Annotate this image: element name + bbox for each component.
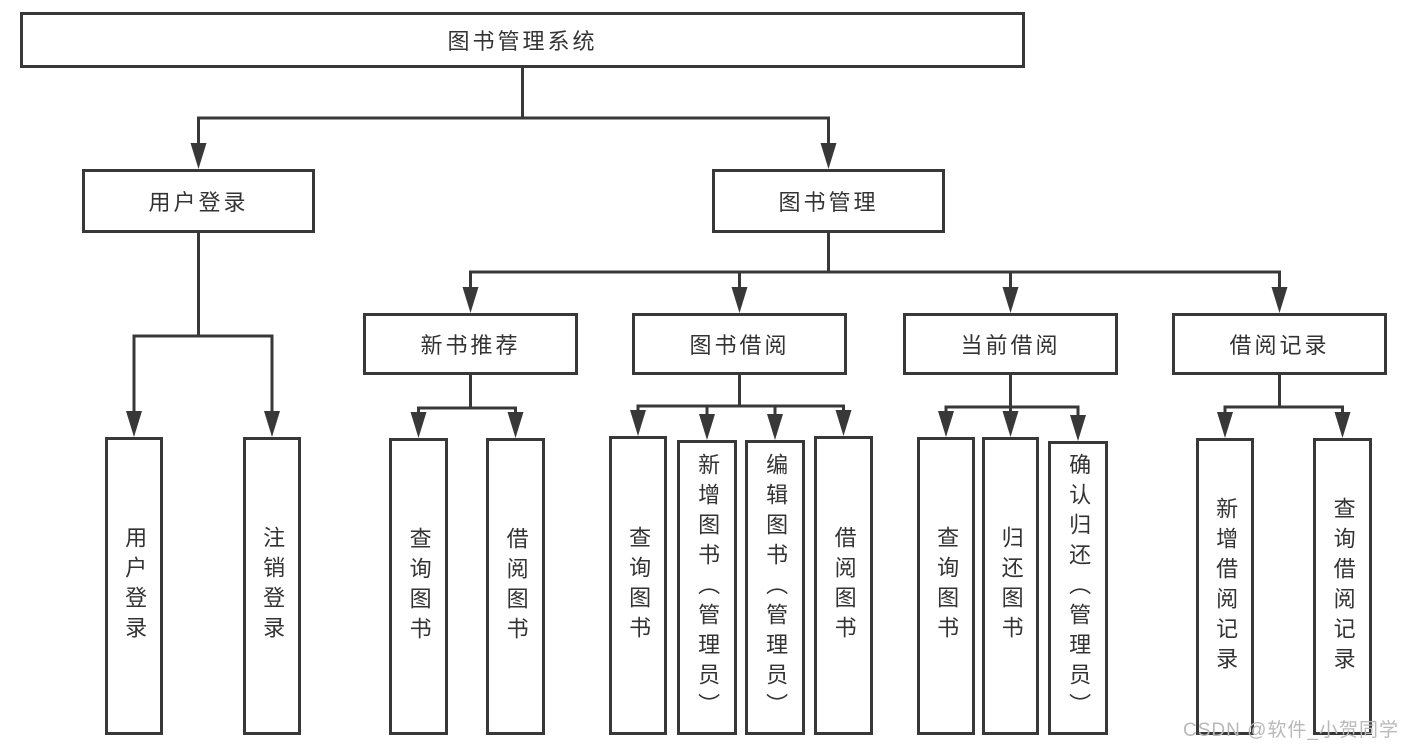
node-book-mgmt: 图书管理 [712,169,945,233]
node-nbr-borrow-books: 借阅图书 [486,438,545,735]
node-book-borrow: 图书借阅 [632,313,847,375]
arrowhead-bb-edit [767,414,783,440]
arrowhead-new-book-rec [462,287,479,313]
node-user-login-action: 用户登录 [105,437,163,735]
arrowhead-cb-return [1002,411,1019,437]
node-logout-action: 注销登录 [243,437,301,735]
node-br-query-borrow-record: 查询借阅记录 [1313,438,1372,735]
node-borrow-records: 借阅记录 [1172,313,1387,375]
node-br-add-borrow-record-label: 新增借阅记录 [1213,496,1239,677]
arrowhead-bb-query [630,410,646,436]
arrowhead-book-mgmt [820,143,837,169]
node-bb-add-books-admin-label: 新增图书（管理员） [695,452,721,723]
node-cb-return-books-label: 归还图书 [998,526,1024,646]
node-cb-confirm-return-admin-label: 确认归还（管理员） [1066,453,1092,723]
node-nbr-query-books: 查询图书 [389,438,448,735]
node-bb-borrow-books: 借阅图书 [814,436,873,735]
node-new-book-rec-label: 新书推荐 [420,333,521,358]
arrowhead-ul-logout [264,411,280,437]
node-user-login-label: 用户登录 [148,190,249,215]
arrowhead-ul-user-login [126,411,142,437]
node-cb-return-books: 归还图书 [982,437,1039,735]
node-new-book-rec: 新书推荐 [363,313,578,375]
node-bb-query-books-label: 查询图书 [626,525,652,646]
node-bb-query-books: 查询图书 [609,436,667,735]
arrowhead-borrow-records [1271,287,1288,313]
arrowhead-cb-query [938,411,954,437]
node-root-label: 图书管理系统 [447,29,598,54]
arrowhead-cb-confirm [1070,415,1086,441]
node-book-borrow-label: 图书借阅 [689,333,790,358]
node-borrow-records-label: 借阅记录 [1229,333,1330,358]
node-root: 图书管理系统 [20,12,1025,68]
node-br-query-borrow-record-label: 查询借阅记录 [1330,496,1356,677]
node-cb-query-books-label: 查询图书 [934,526,960,646]
watermark: CSDN @软件_小贺同学 [1183,720,1399,741]
arrowhead-br-query [1334,412,1351,438]
node-user-login: 用户登录 [82,169,315,233]
node-bb-borrow-books-label: 借阅图书 [831,525,857,646]
node-cb-query-books: 查询图书 [917,437,975,735]
arrowhead-nbr-borrow [507,412,524,438]
node-current-borrow-label: 当前借阅 [960,333,1061,358]
arrowhead-bb-borrow [835,410,852,436]
node-cb-confirm-return-admin: 确认归还（管理员） [1048,441,1108,735]
node-current-borrow: 当前借阅 [903,313,1118,375]
arrowhead-book-borrow [731,287,748,313]
arrowhead-nbr-query [410,412,427,438]
arrowhead-bb-add [699,414,715,440]
node-bb-edit-books-admin: 编辑图书（管理员） [745,440,805,735]
node-book-mgmt-label: 图书管理 [778,190,879,215]
node-br-add-borrow-record: 新增借阅记录 [1196,438,1254,735]
node-nbr-borrow-books-label: 借阅图书 [503,526,529,647]
arrowhead-current-borrow [1002,287,1019,313]
node-nbr-query-books-label: 查询图书 [406,526,432,647]
arrowhead-user-login [190,143,207,169]
node-logout-action-label: 注销登录 [260,526,286,646]
node-bb-edit-books-admin-label: 编辑图书（管理员） [763,452,789,723]
node-bb-add-books-admin: 新增图书（管理员） [677,440,737,735]
arrowhead-br-add [1217,412,1233,438]
node-user-login-action-label: 用户登录 [122,526,148,646]
